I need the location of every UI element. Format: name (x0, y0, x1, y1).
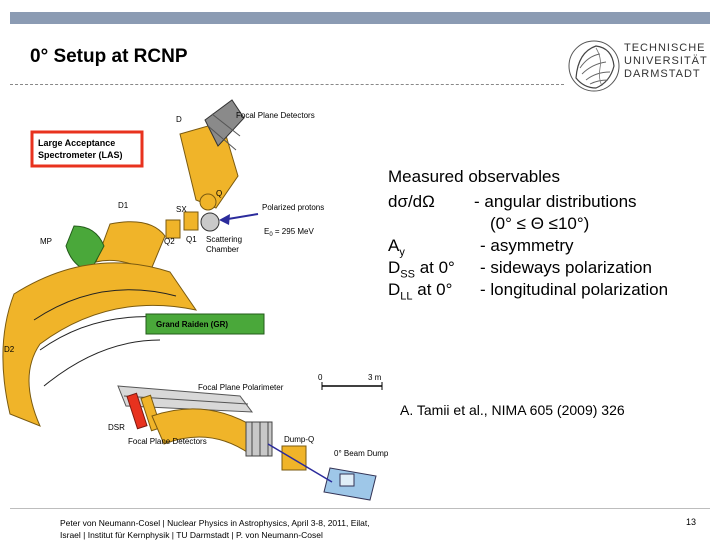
university-logo (568, 40, 620, 92)
observable-desc-cross-section: - angular distributions (474, 192, 637, 211)
label-dump-q: Dump-Q (284, 435, 314, 444)
observable-symbol-asymmetry: Ay (388, 236, 405, 259)
slide-title: 0° Setup at RCNP (30, 46, 188, 67)
observables-heading: Measured observables (388, 167, 560, 186)
footer-line-1: Peter von Neumann-Cosel | Nuclear Physic… (60, 518, 370, 528)
label-beam-dump: 0° Beam Dump (334, 449, 389, 458)
label-scattering-line2: Chamber (206, 245, 239, 254)
footer-divider (10, 508, 710, 509)
las-detector (204, 99, 245, 147)
observable-symbol-dss: DSS at 0° (388, 258, 455, 281)
university-name: TECHNISCHE UNIVERSITÄT DARMSTADT (624, 42, 708, 80)
header-bar (10, 12, 710, 24)
las-quadrupole (199, 193, 217, 211)
beam-arrow-icon (219, 214, 230, 225)
las-box (30, 130, 144, 168)
label-scattering-line1: Scattering (206, 235, 242, 244)
observable-symbol-cross-section: dσ/dΩ (388, 192, 435, 211)
label-focal-plane-detectors-bottom: Focal Plane Detectors (128, 437, 207, 446)
label-q1: Q1 (186, 235, 197, 244)
label-las-line2: Spectrometer (LAS) (38, 150, 123, 160)
observable-angular-range: (0° ≤ Θ ≤10°) (490, 214, 590, 233)
title-divider (10, 84, 564, 86)
scale-three: 3 m (368, 373, 382, 382)
footer-line-2: Israel | Institut für Kernphysik | TU Da… (60, 530, 323, 540)
label-d2: D2 (4, 345, 15, 354)
scale-zero: 0 (318, 373, 323, 382)
reference-citation: A. Tamii et al., NIMA 605 (2009) 326 (400, 402, 625, 418)
label-energy: E0 = 295 MeV (264, 227, 314, 238)
scattering-chamber (200, 212, 220, 232)
observable-desc-dss: - sideways polarization (480, 258, 652, 277)
observable-symbol-dll: DLL at 0° (388, 280, 453, 303)
label-d: D (176, 115, 182, 124)
spectrometer-diagram: D Focal Plane Detectors Large Acceptance… (2, 99, 389, 501)
footer-text: Peter von Neumann-Cosel | Nuclear Physic… (60, 517, 370, 541)
label-d1: D1 (118, 201, 129, 210)
gr-box (145, 313, 265, 335)
dump-q-magnet (281, 445, 307, 471)
label-focal-plane-detectors-top: Focal Plane Detectors (236, 111, 315, 120)
athena-head-icon (568, 40, 620, 92)
label-grand-raiden: Grand Raiden (GR) (156, 320, 228, 329)
label-sx: SX (176, 205, 187, 214)
d2-dipole (2, 262, 198, 427)
observable-desc-dll: - longitudinal polarization (480, 280, 669, 299)
label-las-line1: Large Acceptance (38, 138, 115, 148)
label-q: Q (216, 189, 222, 198)
label-dsr: DSR (108, 423, 125, 432)
observable-desc-asymmetry: - asymmetry (480, 236, 574, 255)
label-q2: Q2 (164, 237, 175, 246)
label-focal-plane-polarimeter: Focal Plane Polarimeter (198, 383, 284, 392)
page-number: 13 (686, 517, 697, 527)
label-polarized-protons: Polarized protons (262, 203, 324, 212)
label-mp: MP (40, 237, 52, 246)
